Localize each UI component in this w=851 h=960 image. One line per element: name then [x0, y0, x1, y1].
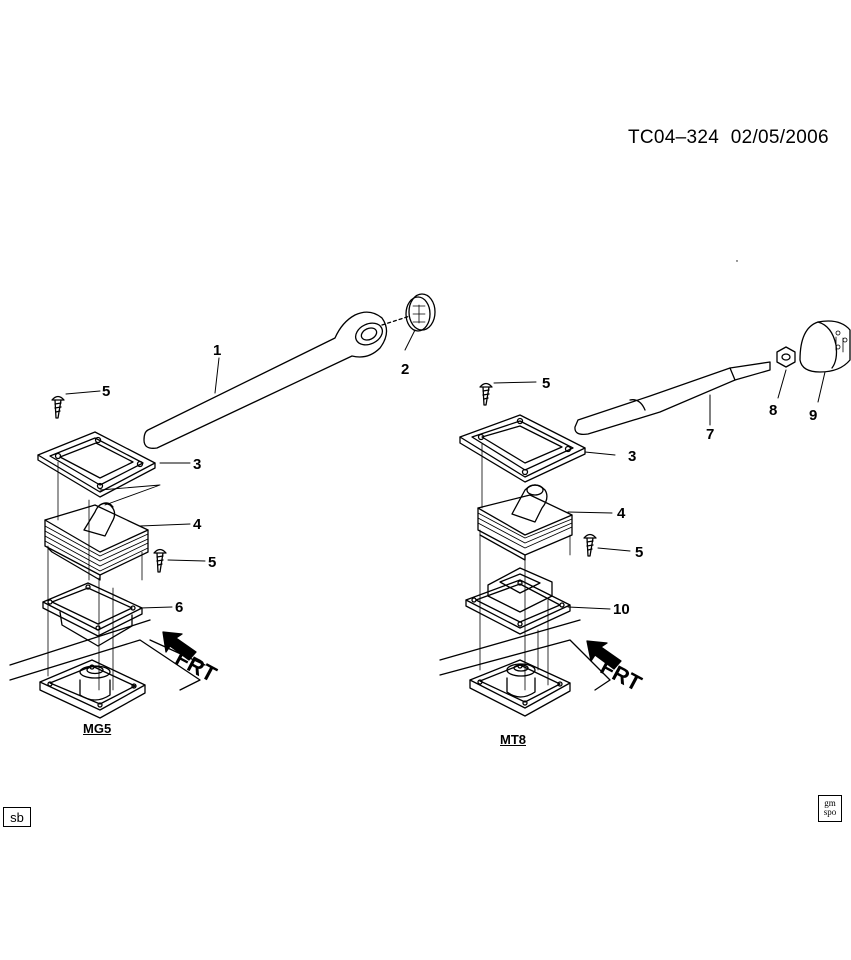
callout-8: 8	[769, 402, 778, 419]
callout-10: 10	[613, 601, 630, 618]
logo-line-2: spo	[823, 807, 837, 817]
callout-2: 2	[401, 361, 410, 378]
arrow-icon	[586, 640, 622, 670]
callout-6: 6	[175, 599, 184, 616]
drawing-date: 02/05/2006	[730, 127, 829, 148]
floor-pan	[9, 619, 206, 719]
callout-7: 7	[706, 426, 715, 443]
shift-knob	[799, 320, 851, 373]
callout-4: 4	[193, 516, 202, 533]
logo-line-1: gm	[824, 798, 836, 808]
callout-5: 5	[208, 554, 217, 571]
screw	[51, 395, 65, 419]
shift-lever	[574, 361, 771, 435]
callout-1: 1	[213, 342, 222, 359]
callout-5: 5	[635, 544, 644, 561]
shift-lever	[143, 311, 388, 449]
shift-pattern-plate	[405, 293, 436, 332]
boot-retainer	[37, 431, 161, 506]
floor-pan	[439, 619, 611, 717]
floor-seal	[465, 567, 571, 635]
arrow-icon	[162, 631, 197, 661]
screw	[479, 382, 493, 406]
drawing-code: TC04–324 02/05/2006	[628, 127, 829, 149]
shifter-boot	[477, 484, 573, 561]
callout-4: 4	[617, 505, 626, 522]
callout-5: 5	[102, 383, 111, 400]
jam-nut	[776, 346, 796, 368]
drawing-number: TC04–324	[628, 127, 720, 148]
sb-box: sb	[3, 807, 31, 827]
callout-5: 5	[542, 375, 551, 392]
screw	[583, 533, 597, 557]
floor-seal	[42, 582, 143, 647]
variant-label-left: MG5	[83, 721, 112, 736]
shifter-boot	[44, 502, 149, 581]
callout-3: 3	[193, 456, 202, 473]
callout-3: 3	[628, 448, 637, 465]
variant-label-right: MT8	[500, 732, 526, 747]
screw	[153, 548, 167, 573]
callout-9: 9	[809, 407, 818, 424]
gm-spo-logo: gm spo	[818, 795, 842, 822]
boot-retainer	[459, 414, 586, 483]
